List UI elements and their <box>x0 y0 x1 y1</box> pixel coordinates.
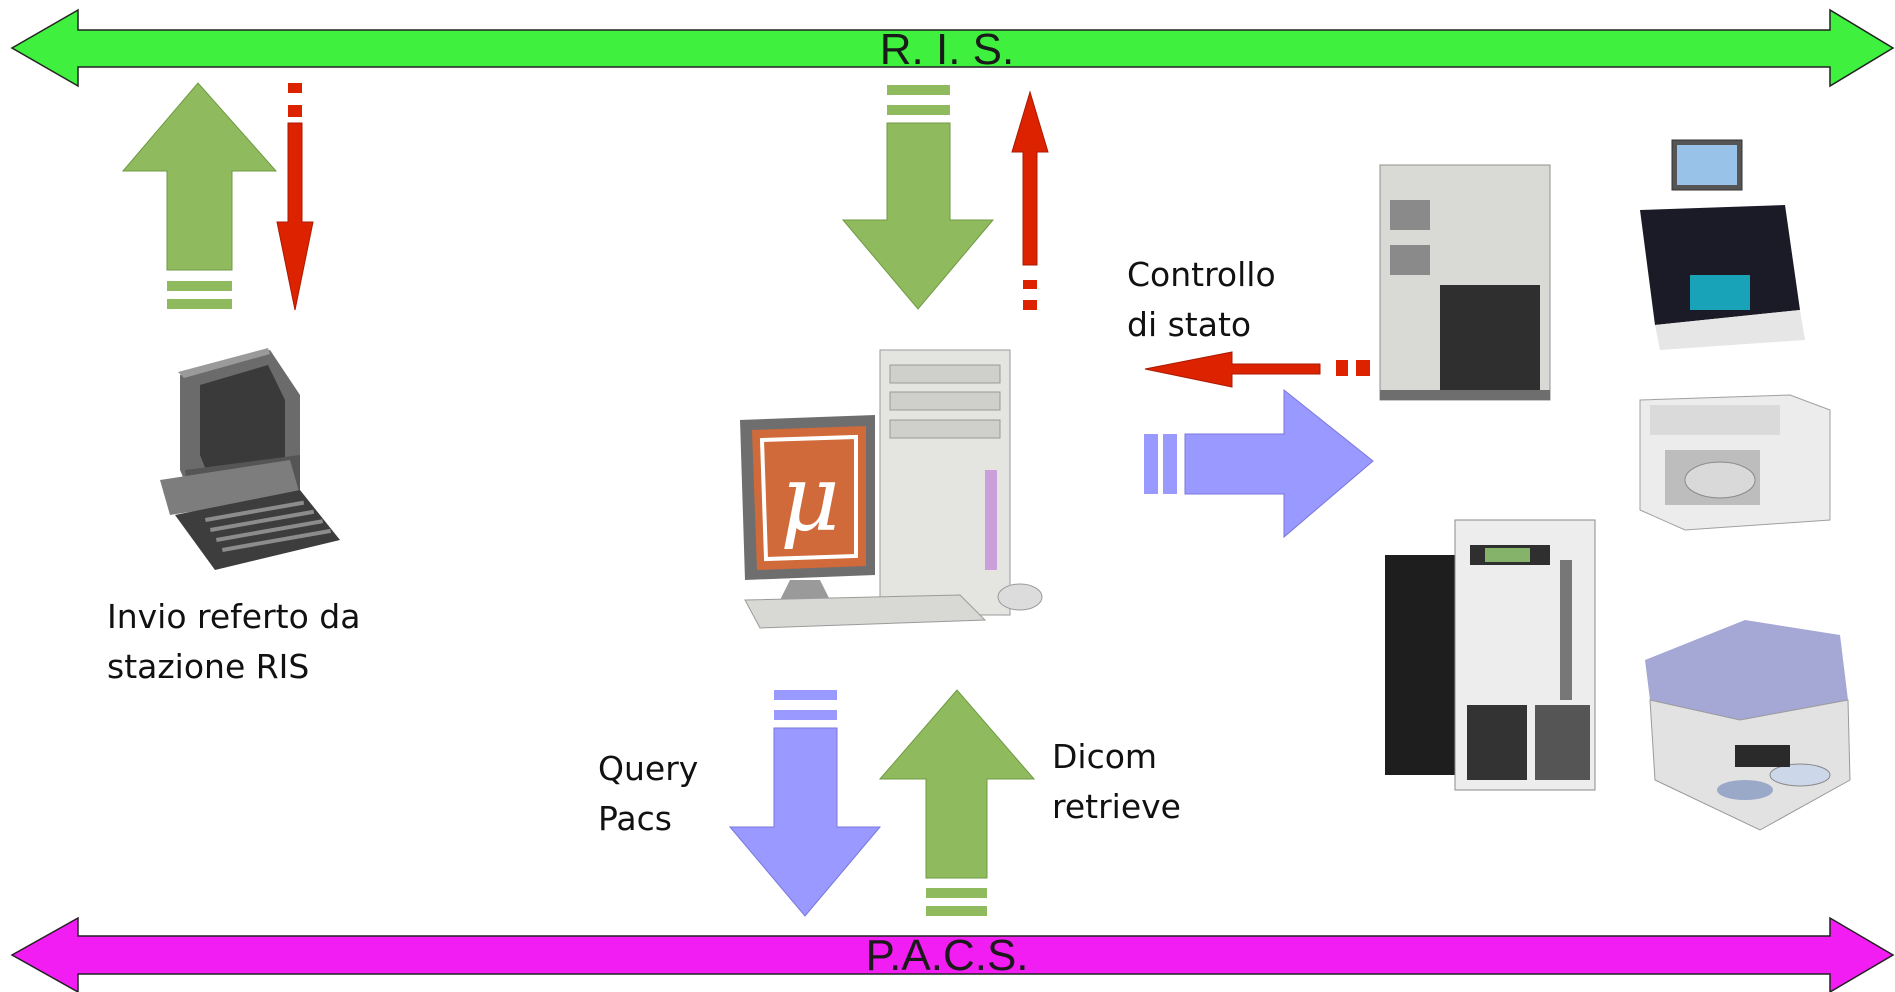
server-to-ris-up-arrow <box>1011 90 1049 310</box>
disc-publisher-icon <box>1385 519 1596 791</box>
ris-workstation-down-arrow <box>276 83 314 311</box>
central-server-icon: μ <box>740 349 1043 629</box>
pacs-bus-arrow <box>10 916 1895 992</box>
query-pacs-caption-line2: Pacs <box>598 799 672 838</box>
ris-workstation-icon <box>160 348 340 570</box>
ris-bus: R. I. S. <box>10 8 1895 88</box>
query-pacs-down-arrow <box>728 690 882 917</box>
disc-publisher-icon <box>1379 164 1551 401</box>
status-check-caption-line2: di stato <box>1127 305 1251 344</box>
status-check-caption-line1: Controllo <box>1127 255 1276 294</box>
ris-workstation-up-arrow <box>121 82 278 309</box>
dicom-retrieve-caption-line1: Dicom <box>1052 737 1157 776</box>
dicom-retrieve-caption-line2: retrieve <box>1052 787 1181 826</box>
disc-publisher-icon <box>1645 620 1851 831</box>
logo-glyph: μ <box>780 445 840 552</box>
ris-station-caption-line1: Invio referto da <box>107 597 360 636</box>
dicom-retrieve-up-arrow <box>878 689 1036 916</box>
pacs-bus-label: P.A.C.S. <box>865 931 1028 980</box>
pacs-bus: P.A.C.S. <box>10 916 1895 992</box>
disc-publisher-icon <box>1640 139 1805 350</box>
disc-publisher-icon <box>1639 394 1831 531</box>
status-check-caption: Controllo di stato <box>1127 255 1276 344</box>
query-pacs-caption-line1: Query <box>598 749 698 788</box>
send-to-publisher-arrow <box>1144 388 1374 539</box>
ris-bus-label: R. I. S. <box>880 25 1014 74</box>
ris-station-caption-line2: stazione RIS <box>107 647 309 686</box>
dicom-retrieve-caption: Dicom retrieve <box>1052 737 1181 826</box>
status-check-arrow <box>1144 351 1370 388</box>
ris-station-caption: Invio referto da stazione RIS <box>107 597 360 686</box>
ris-to-server-down-arrow <box>841 85 995 310</box>
ris-bus-arrow <box>10 8 1895 88</box>
query-pacs-caption: Query Pacs <box>598 749 698 838</box>
